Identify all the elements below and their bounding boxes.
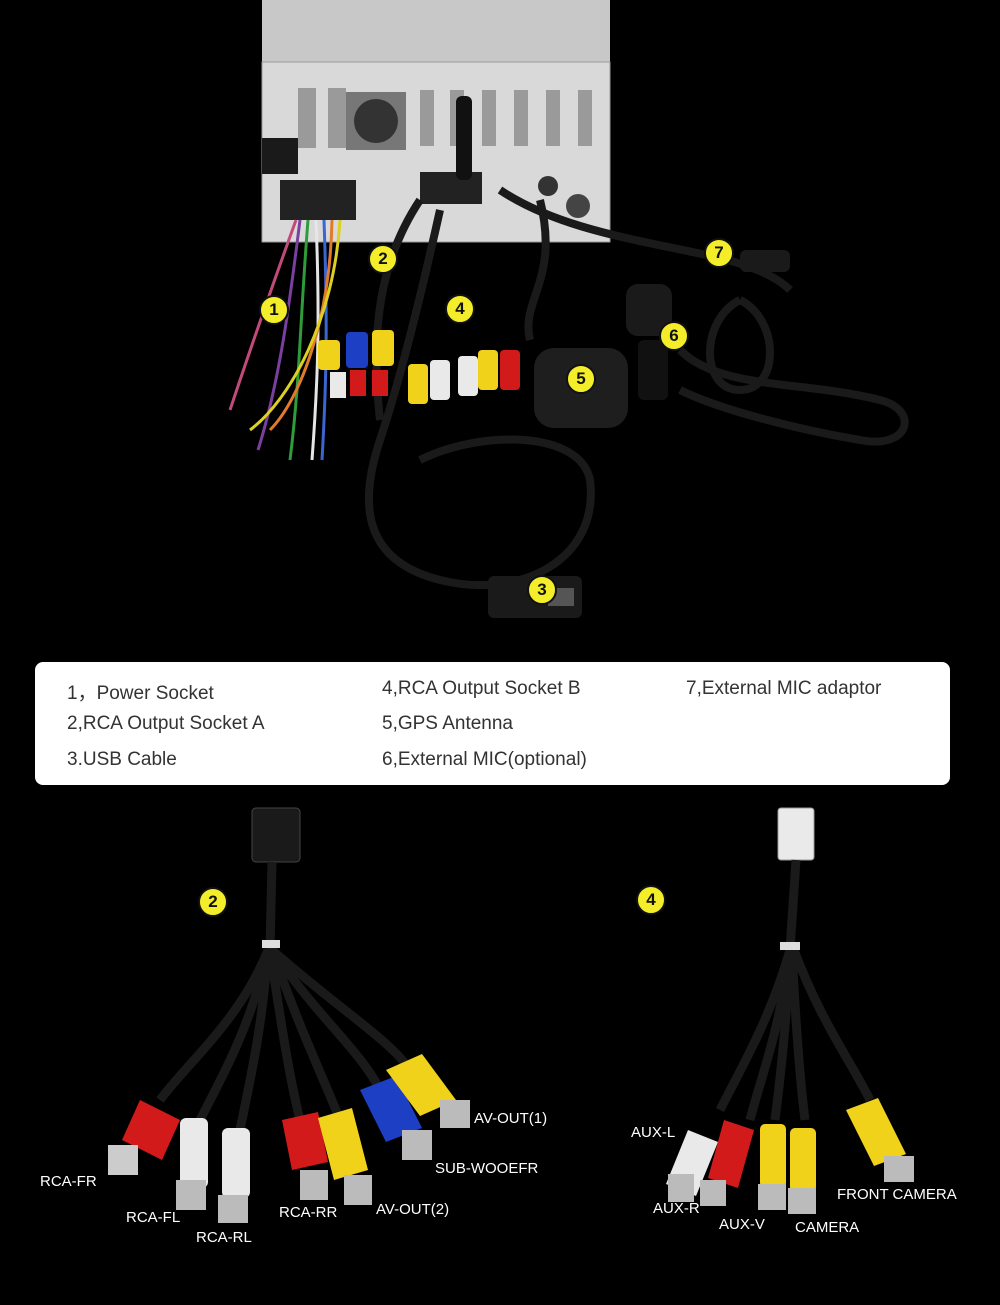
legend-item-6: 6,External MIC(optional) [382,749,587,770]
legend-item-1: 1，Power Socket [67,683,214,704]
legend-item-7: 7,External MIC adaptor [686,678,882,699]
callout-7: 7 [704,238,734,268]
label-rca-fl: RCA-FL [126,1209,181,1226]
legend-item-4: 4,RCA Output Socket B [382,678,581,699]
callout-6: 6 [659,321,689,351]
callout-5: 5 [566,364,596,394]
label-sub-woofer: SUB-WOOEFR [435,1160,539,1177]
label-front-camera: FRONT CAMERA [837,1186,957,1203]
label-aux-l: AUX-L [631,1124,676,1141]
legend-box: 1，Power Socket 2,RCA Output Socket A 3.U… [35,662,950,785]
legend-item-5: 5,GPS Antenna [382,713,513,734]
label-rca-rr: RCA-RR [279,1204,338,1221]
harness-b-photo [600,800,1000,1305]
legend-item-3: 3.USB Cable [67,749,177,770]
callout-1: 1 [259,295,289,325]
callout-4: 4 [445,294,475,324]
label-aux-r: AUX-R [653,1200,700,1217]
label-rca-rl: RCA-RL [196,1229,252,1246]
harness-a-callout: 2 [198,887,228,917]
legend-item-2: 2,RCA Output Socket A [67,713,265,734]
label-rca-fr: RCA-FR [40,1173,97,1190]
harness-b-callout: 4 [636,885,666,915]
harness-a-photo [0,800,600,1305]
label-camera: CAMERA [795,1219,860,1236]
label-av-out2: AV-OUT(2) [376,1201,450,1218]
callout-2: 2 [368,244,398,274]
callout-3: 3 [527,575,557,605]
label-aux-v: AUX-V [719,1216,765,1233]
product-photo [0,0,1000,650]
label-av-out1: AV-OUT(1) [474,1110,548,1127]
